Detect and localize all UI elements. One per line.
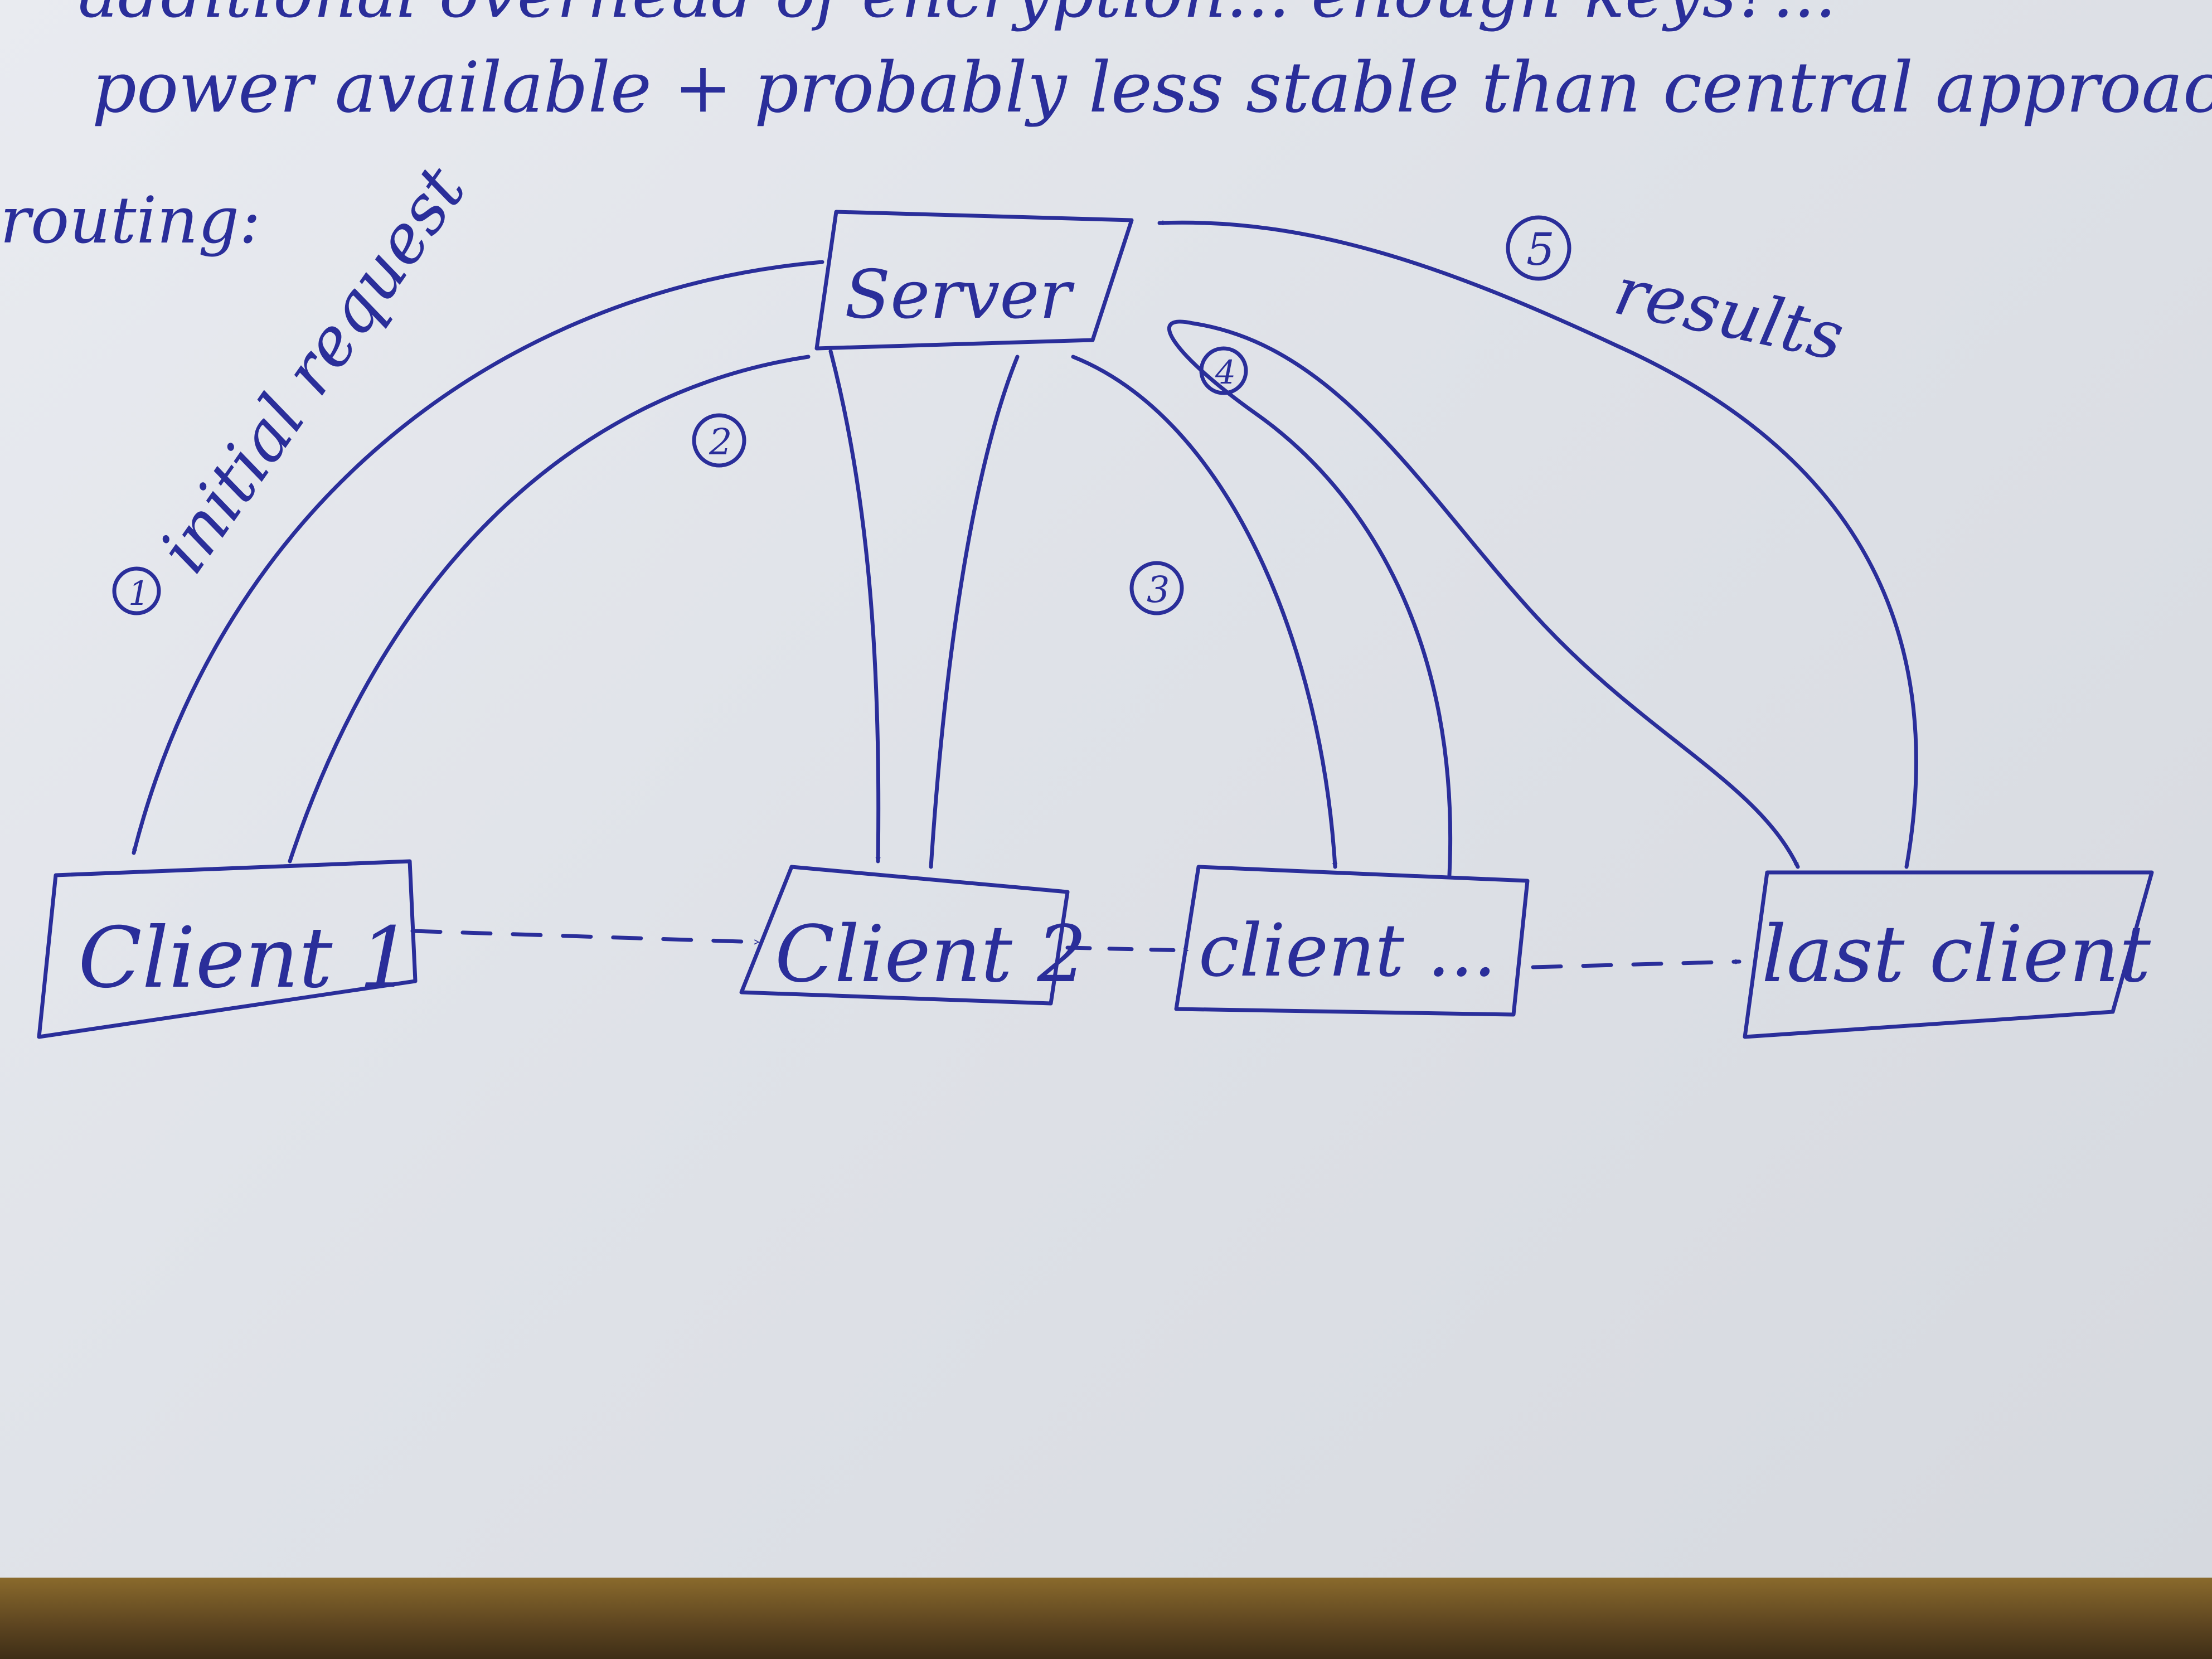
svg-text:4: 4	[1215, 353, 1236, 391]
client-n-label: client ...	[1199, 908, 1496, 993]
edge-step1-initial-request	[132, 260, 824, 855]
svg-text:3: 3	[1147, 569, 1170, 611]
client2-label: Client 2	[775, 909, 1087, 1000]
chain-arrow-n-last	[1531, 962, 1742, 969]
step4-badge: 4	[1199, 346, 1248, 395]
chain-arrow-2-n	[1065, 945, 1190, 950]
edge-step2-server-to-client2	[828, 349, 879, 864]
routing-heading: routing:	[0, 183, 261, 258]
client1-label: Client 1	[78, 910, 413, 1007]
note-line-1: additional overhead of encryption... eno…	[78, 0, 1836, 33]
client2-node: Client 2	[739, 865, 1087, 1006]
table-edge	[0, 1578, 2212, 1659]
edge-step4-server-to-last-client	[1191, 321, 1800, 869]
chain-arrow-1-2	[410, 929, 760, 942]
edge-step3-server-to-client-n	[1071, 355, 1335, 869]
client-n-node: client ...	[1174, 865, 1530, 1017]
step1-badge: 1	[112, 566, 161, 615]
svg-text:2: 2	[709, 421, 732, 463]
edge-step5-results	[1157, 222, 1918, 869]
note-line-2: power available + probably less stable t…	[92, 47, 2212, 128]
last-client-node: last client	[1743, 870, 2154, 1039]
edge-step4-client-n-to-server	[1167, 319, 1453, 877]
server-node: Server	[814, 210, 1134, 351]
paper-sheet	[0, 0, 2212, 1578]
edge-step2-client1-to-server	[288, 355, 811, 864]
server-label: Server	[845, 256, 1075, 334]
last-client-label: last client	[1762, 909, 2151, 1000]
step2-badge: 2	[692, 413, 746, 468]
client1-node: Client 1	[37, 859, 418, 1039]
svg-text:5: 5	[1526, 224, 1555, 275]
svg-text:1: 1	[128, 574, 149, 613]
step5-badge: 5	[1506, 215, 1571, 281]
step3-badge: 3	[1129, 561, 1184, 615]
edge-step3-client2-to-server	[929, 355, 1020, 869]
